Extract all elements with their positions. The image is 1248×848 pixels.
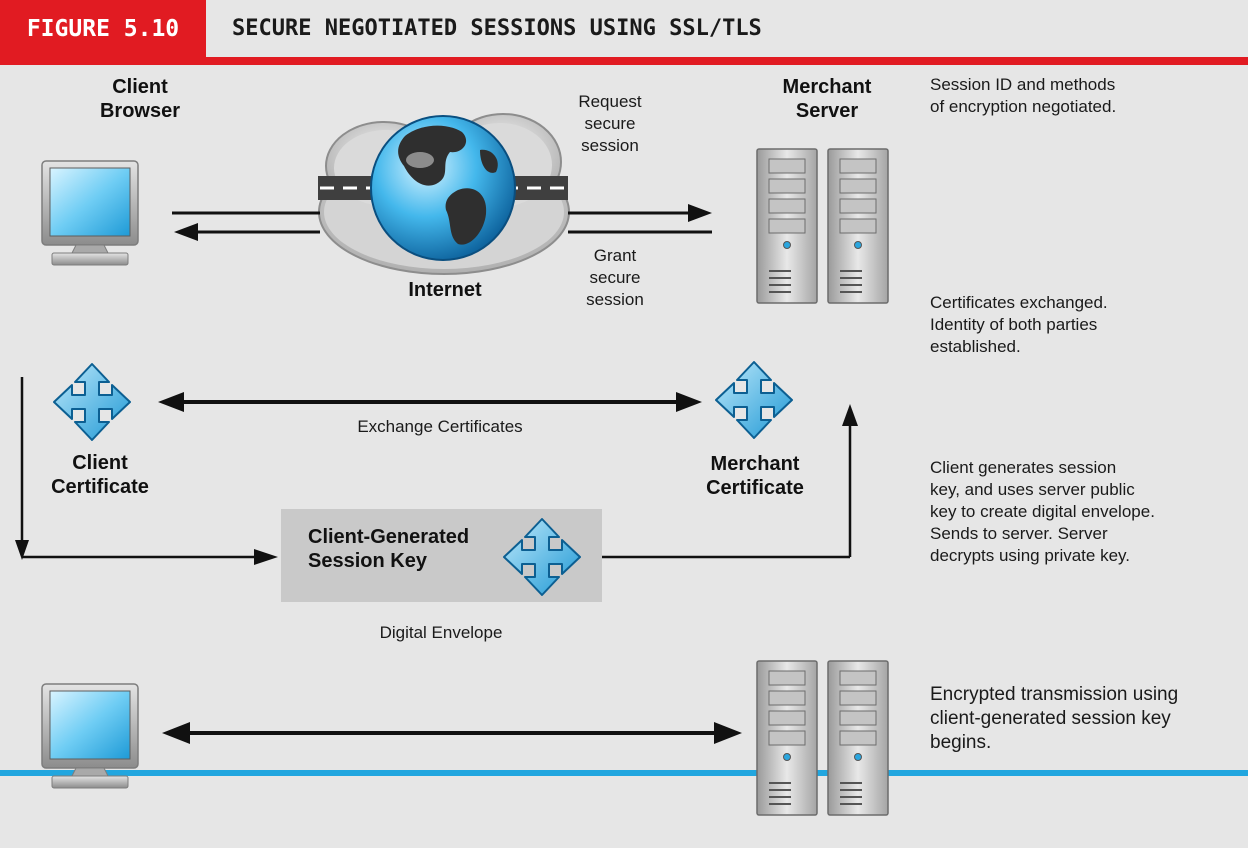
session-key-label-line-2: Session Key — [308, 550, 427, 572]
merchant-server-icon — [756, 148, 889, 304]
internet-label: Internet — [408, 279, 482, 301]
encrypted-transmission-note-line-3: begins. — [930, 732, 992, 753]
globe-icon — [370, 115, 516, 261]
footer-bar — [0, 770, 1248, 848]
client-browser-label-line-2: Browser — [99, 100, 181, 122]
client-browser-label-line-1: Client — [112, 76, 168, 98]
client-to-envelope-arrow — [15, 377, 278, 565]
encrypted-transmission-note: Encrypted transmission using client-gene… — [930, 683, 1246, 755]
request-label-line-1: Request — [578, 92, 642, 111]
session-negotiation-note: Session ID and methods of encryption neg… — [930, 74, 1230, 118]
exchange-certificates-arrow — [158, 392, 702, 412]
merchant-certificate-label-line-1: Merchant — [710, 453, 800, 475]
grant-secure-session-label: Grant secure session — [560, 245, 670, 311]
exchange-certificates-label: Exchange Certificates — [357, 417, 523, 436]
digital-envelope-label: Digital Envelope — [379, 623, 503, 642]
merchant-certificate-label-line-2: Certificate — [706, 477, 804, 499]
figure-label: FIGURE 5.10 — [0, 0, 206, 57]
session-negotiation-note-line-2: of encryption negotiated. — [930, 97, 1117, 116]
encrypted-transmission-note-line-2: client-generated session key — [930, 708, 1171, 729]
client-certificate-label-line-1: Client — [72, 452, 128, 474]
session-key-note: Client generates session key, and uses s… — [930, 457, 1245, 567]
merchant-server-label: Merchant Server — [757, 75, 897, 123]
client-monitor-icon — [41, 683, 139, 789]
request-label-line-3: session — [581, 136, 639, 155]
session-key-icon — [503, 518, 581, 596]
session-key-note-line-5: decrypts using private key. — [930, 546, 1130, 565]
certificates-note-line-3: established. — [930, 337, 1021, 356]
client-certificate-icon — [53, 363, 131, 441]
session-key-note-line-4: Sends to server. Server — [930, 524, 1108, 543]
envelope-to-server-arrow — [602, 404, 858, 559]
client-browser-label: Client Browser — [70, 75, 210, 123]
client-certificate-label-line-2: Certificate — [51, 476, 149, 498]
merchant-certificate-icon — [715, 361, 793, 439]
session-key-note-line-3: key to create digital envelope. — [930, 502, 1155, 521]
grant-label-line-3: session — [586, 290, 644, 309]
merchant-server-label-line-1: Merchant — [782, 76, 872, 98]
certificates-note-line-1: Certificates exchanged. — [930, 293, 1108, 312]
header-rule — [0, 57, 1248, 65]
merchant-certificate-label: Merchant Certificate — [680, 452, 830, 500]
encrypted-transmission-note-line-1: Encrypted transmission using — [930, 684, 1179, 705]
grant-session-arrow — [174, 223, 712, 241]
certificates-note: Certificates exchanged. Identity of both… — [930, 292, 1230, 358]
figure-title: SECURE NEGOTIATED SESSIONS USING SSL/TLS — [206, 0, 1248, 57]
session-key-label: Client-Generated Session Key — [308, 525, 508, 573]
client-browser-monitor-icon — [41, 160, 139, 266]
encrypted-transmission-arrow — [162, 722, 742, 744]
session-key-note-line-1: Client generates session — [930, 458, 1117, 477]
request-secure-session-label: Request secure session — [555, 91, 665, 157]
merchant-server-label-line-2: Server — [795, 100, 859, 122]
client-certificate-label: Client Certificate — [30, 451, 170, 499]
request-session-arrow — [172, 204, 712, 222]
session-key-label-line-1: Client-Generated — [308, 526, 470, 548]
grant-label-line-1: Grant — [593, 246, 637, 265]
grant-label-line-2: secure — [589, 268, 641, 287]
certificates-note-line-2: Identity of both parties — [930, 315, 1098, 334]
server-icon — [756, 660, 889, 816]
session-key-note-line-2: key, and uses server public — [930, 480, 1135, 499]
request-label-line-2: secure — [584, 114, 636, 133]
session-negotiation-note-line-1: Session ID and methods — [930, 75, 1116, 94]
